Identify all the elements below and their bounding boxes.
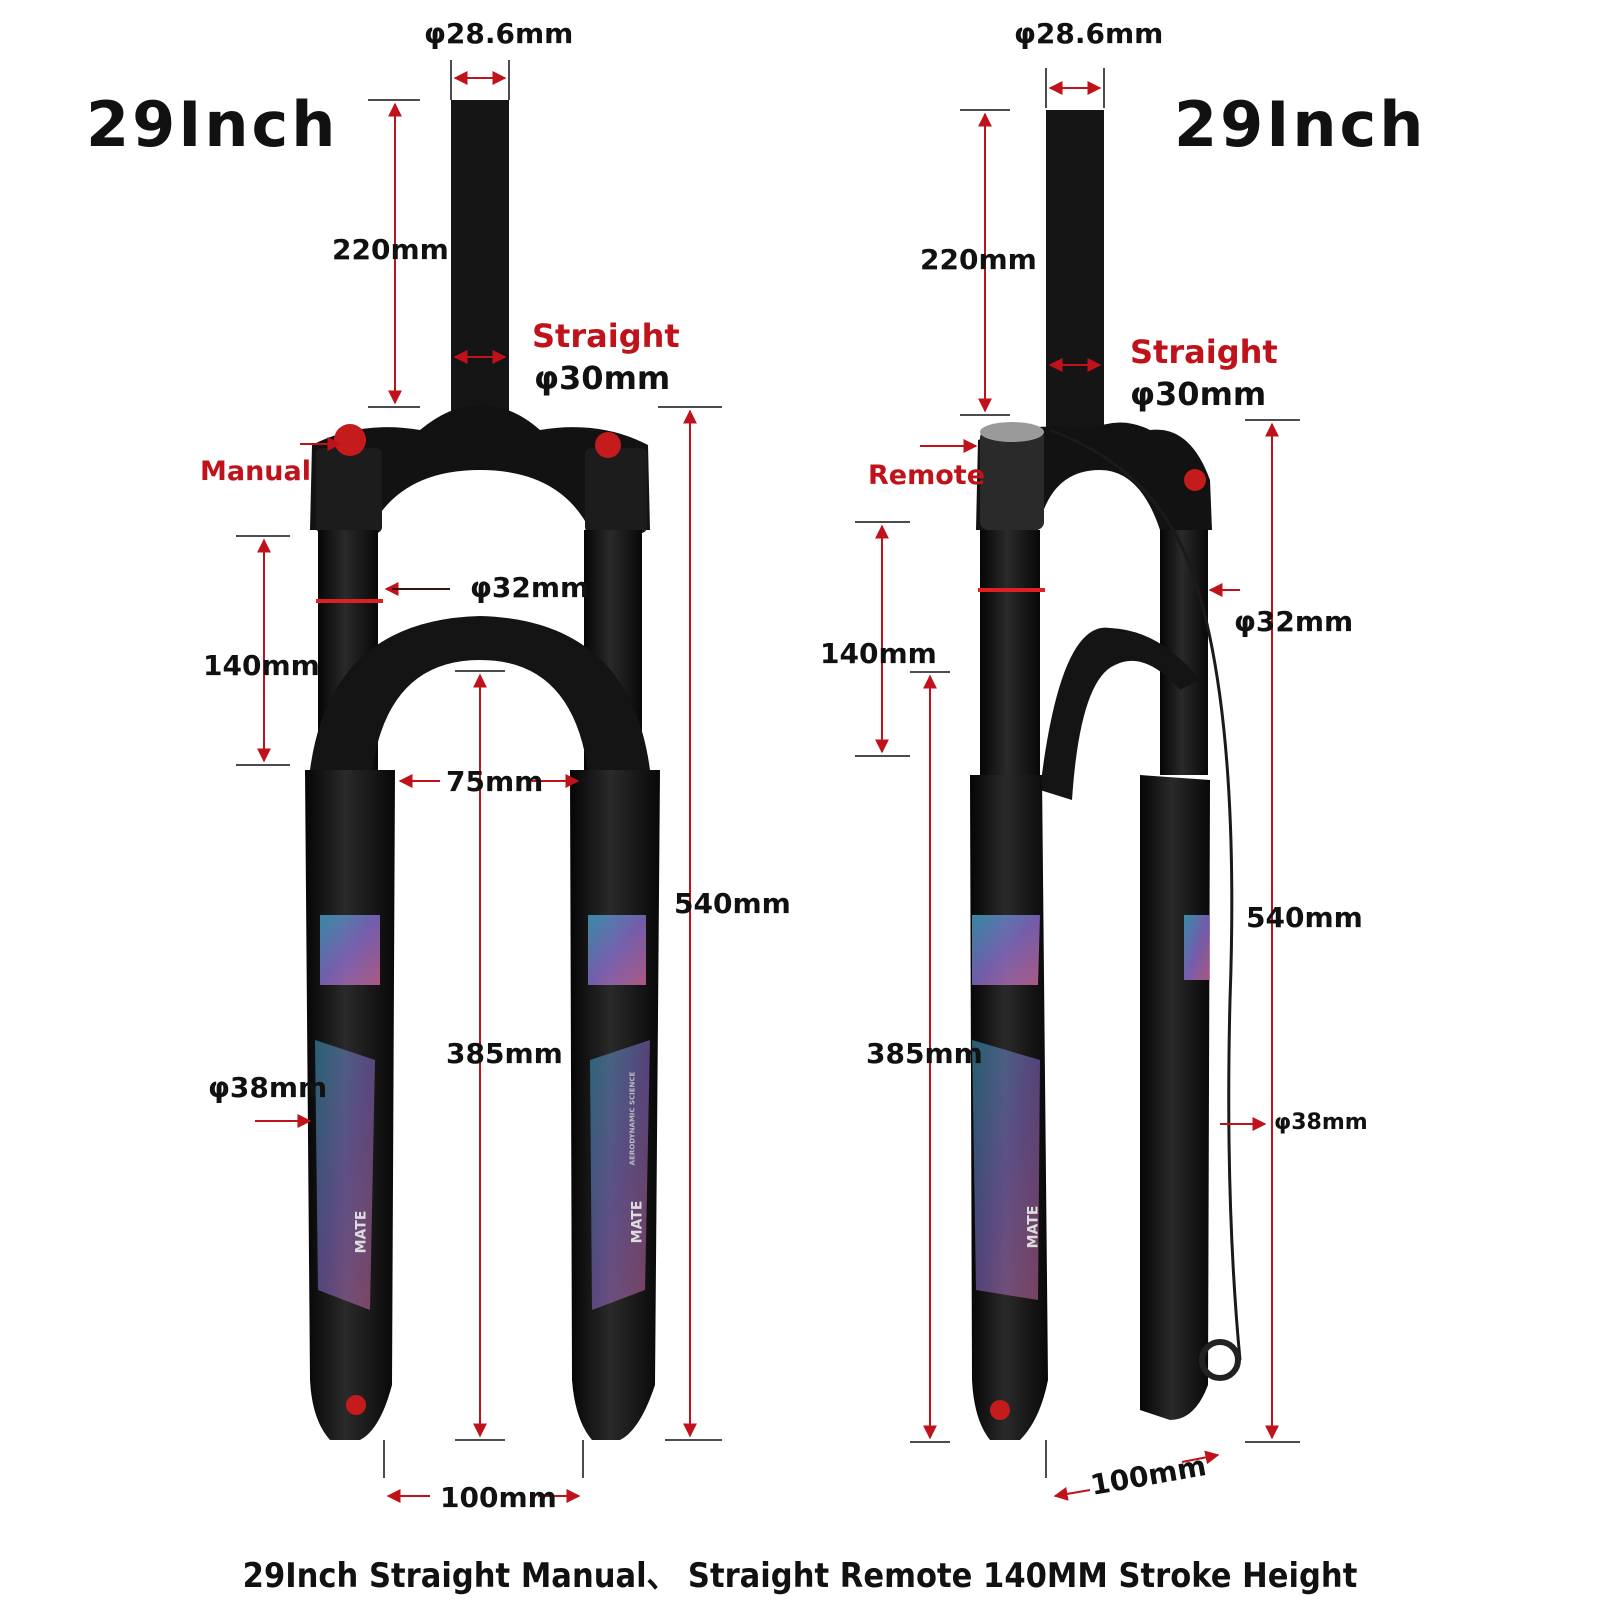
steerer-bottom-diameter-label: φ30mm [1130,375,1267,413]
steerer-type-label: Straight [532,317,680,355]
remote-lever [1199,1339,1241,1381]
steerer-tube [1046,110,1104,430]
fork-crown [310,405,650,530]
steerer-bottom-diameter-label: φ30mm [534,359,671,397]
steerer-top-diameter-label: φ28.6mm [424,17,574,50]
total-length-label: 540mm [674,887,791,920]
total-length-label: 540mm [1246,901,1363,934]
wheel-size-label: 29Inch [86,88,339,161]
steerer-length-label: 220mm [332,233,449,266]
hub-spacing-label: 100mm [440,1481,557,1514]
figure-caption: 29Inch Straight Manual、 Straight Remote … [242,1556,1358,1596]
lockout-type-label: Remote [868,460,986,491]
fork-diagram-manual: 29Inch φ28.6mm 220mm Straight φ30mm Manu… [0,0,800,1540]
steerer-length-label: 220mm [920,243,1037,276]
stroke-label: 140mm [203,649,320,682]
lockout-type-label: Manual [200,456,312,487]
fork-arch [310,616,650,790]
lower-diameter-label: φ38mm [208,1071,328,1104]
stanchion-diameter-label: φ32mm [470,571,590,604]
wheel-size-label: 29Inch [1174,88,1427,161]
axle-to-crown-label: 385mm [446,1037,563,1070]
lower-diameter-label: φ38mm [1274,1110,1368,1135]
fork-drawing-remote [855,68,1300,1501]
crown-width-label: 75mm [446,765,544,798]
fork-arch [1040,627,1200,800]
steerer-tube [451,100,509,425]
decal-brand-left-leg: MATE [353,1210,370,1254]
remote-cable [1049,428,1242,1361]
fork-diagram-remote: 29Inch φ28.6mm 220mm Straight φ30mm Remo… [800,0,1600,1540]
lower-leg-right [1140,775,1210,1420]
steerer-type-label: Straight [1130,333,1278,371]
decal-brand-left-leg: MATE [1025,1205,1042,1249]
fork-drawing-manual [236,60,722,1503]
stanchion-left [980,530,1040,775]
stroke-label: 140mm [820,637,937,670]
lockout-knob [334,424,366,456]
stanchion-diameter-label: φ32mm [1234,605,1354,638]
decal-tagline: AERODYNAMIC SCIENCE [628,1071,637,1166]
decal-brand-right-leg: MATE [629,1200,646,1244]
steerer-top-diameter-label: φ28.6mm [1014,17,1164,50]
axle-to-crown-label: 385mm [866,1037,983,1070]
